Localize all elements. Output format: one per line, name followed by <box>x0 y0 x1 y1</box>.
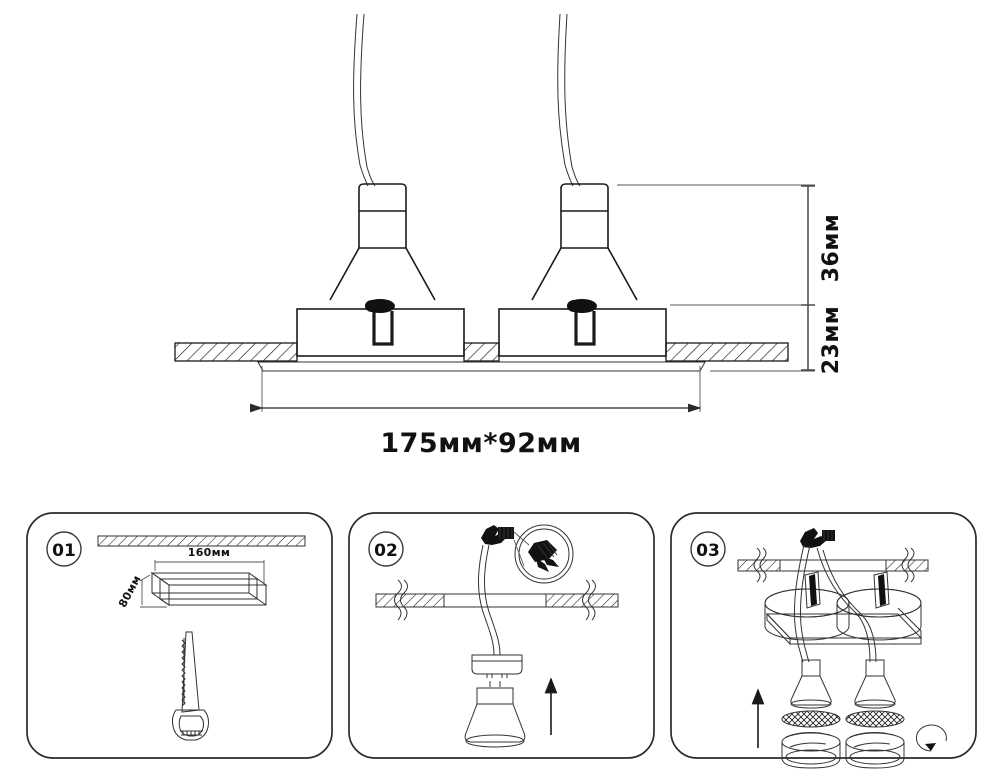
step-panel-01: 01 160мм 80мм <box>26 512 333 759</box>
dimension-box-length: 160мм <box>188 546 230 559</box>
double-housing-icon <box>764 571 923 646</box>
connector-icon-03 <box>800 528 835 548</box>
step-badge-03: 03 <box>690 531 726 567</box>
lamp-icon-left-03 <box>790 659 832 709</box>
ceiling-hatch-icon-01 <box>97 535 306 547</box>
mesh-disc-icon-right <box>845 710 905 728</box>
lamp-cable-02 <box>477 544 501 656</box>
rotate-arrow-icon <box>915 724 947 752</box>
twist-ring-icon-right <box>845 732 905 769</box>
gu10-lamp-icon <box>464 681 526 748</box>
step-badge-01-label: 01 <box>52 541 76 561</box>
step-badge-02-label: 02 <box>374 541 398 561</box>
connector-detail-icon <box>513 524 574 584</box>
step-badge-03-label: 03 <box>696 541 720 561</box>
twist-ring-icon-left <box>781 732 841 769</box>
main-cross-section: 36мм 23мм 175мм*92мм <box>174 13 844 459</box>
saw-icon <box>171 631 209 741</box>
step-panel-03: 03 <box>670 512 977 769</box>
dimension-height-lower: 23мм <box>819 306 844 375</box>
connector-icon-02 <box>481 525 514 545</box>
ceiling-cutout-icon-02 <box>375 579 619 621</box>
lamp-left <box>296 183 465 357</box>
lamp-right <box>498 183 667 357</box>
vertical-dimension-group: 36мм 23мм <box>617 184 844 375</box>
ceiling-cutout-icon-03 <box>737 547 929 583</box>
lamp-icon-right-03 <box>854 659 896 709</box>
dimension-width: 175мм*92мм <box>380 428 581 459</box>
step-badge-02: 02 <box>368 531 404 567</box>
power-cable-right <box>557 13 581 187</box>
dimension-height-upper: 36мм <box>819 214 844 283</box>
mesh-disc-icon-left <box>781 710 841 728</box>
ceiling-slab <box>174 342 789 362</box>
step-panel-02: 02 <box>348 512 655 759</box>
lamp-socket-icon <box>471 654 523 678</box>
horizontal-dimension-group: 175мм*92мм <box>250 366 702 459</box>
step-badge-01: 01 <box>46 531 82 567</box>
power-cable-left <box>353 13 376 187</box>
